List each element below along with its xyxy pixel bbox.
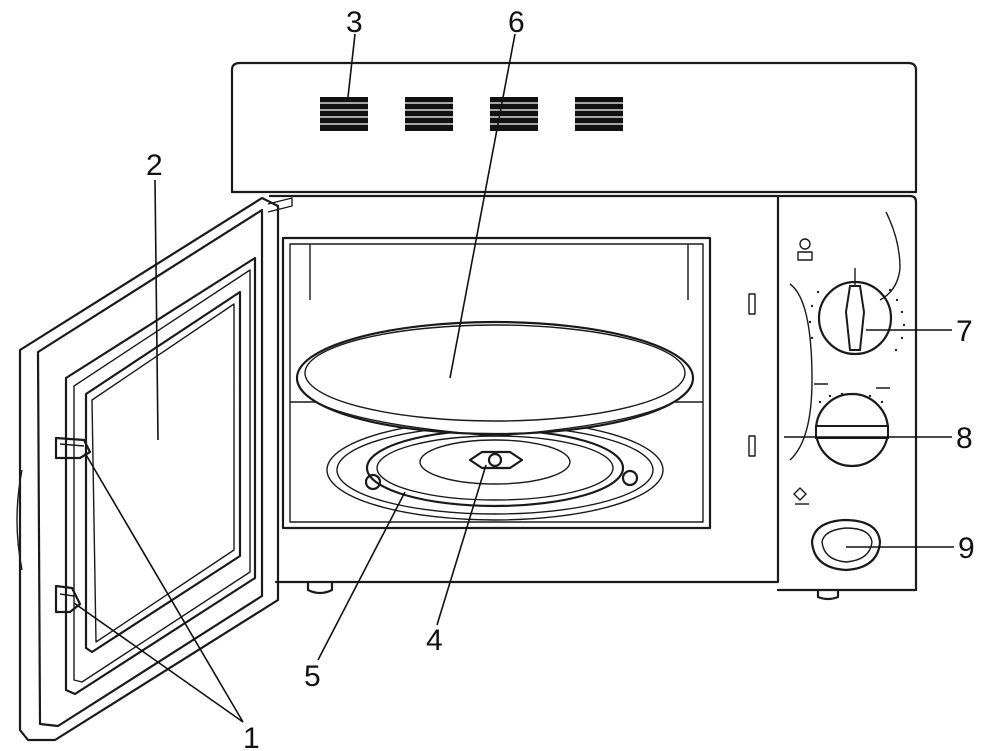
door-release-icon	[793, 487, 809, 505]
glass-tray	[295, 320, 695, 437]
callout-4: 4	[426, 624, 443, 657]
power-knob[interactable]	[808, 211, 906, 356]
cabinet	[230, 61, 918, 601]
door-latch	[54, 436, 92, 460]
callout-6: 6	[508, 6, 525, 39]
leader-lines	[73, 33, 954, 723]
callout-5: 5	[304, 660, 321, 693]
door-release-button[interactable]	[810, 518, 882, 572]
callout-1: 1	[243, 722, 260, 751]
vent-grille	[575, 97, 623, 131]
callout-labels: 1 2 3 4 5 6 7 8 9	[146, 6, 975, 751]
vent-grille	[320, 97, 368, 131]
callout-3: 3	[346, 6, 363, 39]
vent-grille	[405, 97, 453, 131]
door-latch	[54, 584, 82, 614]
timer-knob[interactable]	[814, 383, 890, 468]
callout-2: 2	[146, 149, 163, 182]
callout-9: 9	[958, 532, 975, 565]
control-panel	[793, 211, 906, 572]
power-level-icon	[797, 238, 813, 261]
callout-7: 7	[956, 315, 973, 348]
oven-door	[16, 196, 293, 742]
callout-8: 8	[956, 422, 973, 455]
turntable-shaft	[419, 439, 571, 485]
vents	[320, 97, 623, 131]
